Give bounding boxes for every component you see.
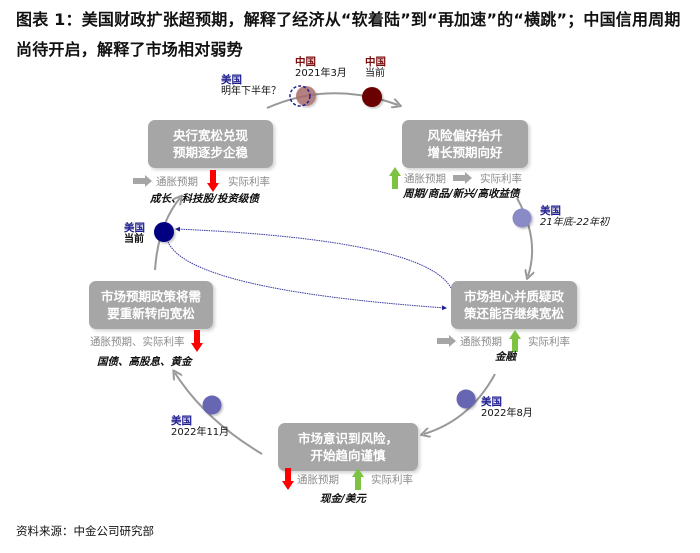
label-us-21end-22start: 美国 21年底-22年初 <box>540 205 609 229</box>
real-rate-label: 实际利率 <box>371 473 413 486</box>
label-country: 美国 <box>221 74 242 86</box>
stage-line: 市场担心并质疑政 <box>463 289 564 304</box>
marker-us-2022-11 <box>202 395 222 415</box>
inflation-label: 通胀预期 <box>460 335 502 348</box>
label-note: 当前 <box>365 68 385 79</box>
inflation-and-real-rate-label: 通胀预期、实际利率 <box>90 335 185 348</box>
label-country: 中国 <box>295 56 316 68</box>
label-us-current: 美国 当前 <box>124 222 145 246</box>
stage-line: 增长预期向好 <box>427 145 503 160</box>
label-note: 2022年11月 <box>171 427 230 438</box>
indicators-market-aware-of-risk: 通胀预期 实际利率 <box>282 468 413 490</box>
assets-market-doubts-policy: 金融 <box>495 351 516 363</box>
stage-line: 市场意识到风险， <box>297 431 398 446</box>
label-note: 明年下半年？ <box>221 86 281 97</box>
assets-risk-appetite-rising: 周期/商品/新兴/高收益债 <box>403 188 520 200</box>
cycle-arrow-bottom-right <box>424 373 496 434</box>
stage-line: 要重新转向宽松 <box>107 306 195 321</box>
cycle-arrow-bottom-left <box>175 373 263 455</box>
stage-box-risk-appetite-rising: 风险偏好抬升 增长预期向好 <box>402 120 528 168</box>
flat-arrow-icon <box>437 335 456 347</box>
marker-us-2022-08 <box>456 389 476 409</box>
real-rate-label: 实际利率 <box>228 175 270 188</box>
label-us-2022-08: 美国 2022年8月 <box>481 396 533 420</box>
assets-central-bank-easing: 成长、科技股/投资级债 <box>150 193 259 205</box>
flat-arrow-icon <box>453 172 472 184</box>
stage-line: 开始趋向谨慎 <box>310 448 386 463</box>
figure-title: 图表 1：美国财政扩张超预期，解释了经济从“软着陆”到“再加速”的“横跳”；中国… <box>16 10 681 59</box>
stage-line: 风险偏好抬升 <box>427 128 503 143</box>
up-arrow-icon <box>352 468 364 490</box>
up-arrow-icon <box>389 167 401 189</box>
real-rate-label: 实际利率 <box>528 335 570 348</box>
assets-market-aware-of-risk: 现金/美元 <box>320 493 366 505</box>
stage-line: 市场预期政策将需 <box>100 289 201 304</box>
indicators-policy-expected-to-ease: 通胀预期、实际利率 <box>90 330 203 352</box>
us-oscillation-arrow-to-left <box>175 226 453 291</box>
label-cn-current: 中国 当前 <box>365 56 386 80</box>
cycle-arrow-right <box>516 197 532 276</box>
up-arrow-icon <box>509 330 521 352</box>
stage-line: 策还能否继续宽松 <box>463 306 564 321</box>
marker-cn-2021-03 <box>296 86 316 106</box>
us-oscillation-arrow-to-right <box>167 241 447 311</box>
label-us-next-h2: 美国 明年下半年？ <box>221 74 281 98</box>
down-arrow-icon <box>207 170 219 192</box>
stage-box-market-aware-of-risk: 市场意识到风险， 开始趋向谨慎 <box>278 423 418 471</box>
label-country: 美国 <box>540 205 561 217</box>
real-rate-label: 实际利率 <box>480 172 522 185</box>
stage-box-market-doubts-policy: 市场担心并质疑政 策还能否继续宽松 <box>451 281 577 329</box>
label-country: 中国 <box>365 56 386 68</box>
inflation-label: 通胀预期 <box>156 175 198 188</box>
indicators-central-bank-easing: 通胀预期 实际利率 <box>133 170 270 192</box>
label-country: 美国 <box>481 396 502 408</box>
label-note: 2022年8月 <box>481 408 533 419</box>
stage-box-policy-expected-to-ease: 市场预期政策将需 要重新转向宽松 <box>89 281 213 329</box>
assets-policy-expected-to-ease: 国债、高股息、黄金 <box>97 356 192 368</box>
cycle-arrow-top <box>266 92 398 109</box>
label-country: 美国 <box>171 415 192 427</box>
flat-arrow-icon <box>133 175 152 187</box>
label-country: 美国 <box>124 222 145 234</box>
inflation-label: 通胀预期 <box>404 172 446 185</box>
marker-cn-current <box>362 87 382 107</box>
inflation-label: 通胀预期 <box>297 473 339 486</box>
label-note: 21年底-22年初 <box>540 217 610 228</box>
marker-us-next-h2 <box>289 85 311 107</box>
down-arrow-icon <box>282 468 294 490</box>
down-arrow-icon <box>190 330 203 352</box>
label-us-2022-11: 美国 2022年11月 <box>171 415 229 439</box>
stage-box-central-bank-easing: 央行宽松兑现 预期逐步企稳 <box>148 120 273 168</box>
label-note: 2021年3月 <box>295 68 347 79</box>
indicators-risk-appetite-rising: 通胀预期 实际利率 <box>389 167 522 189</box>
marker-us-current <box>154 222 174 242</box>
indicators-market-doubts-policy: 通胀预期 实际利率 <box>437 330 570 352</box>
label-note: 当前 <box>124 234 144 245</box>
stage-line: 预期逐步企稳 <box>172 145 248 160</box>
marker-us-21end-22start <box>512 208 532 228</box>
source-note: 资料来源：中金公司研究部 <box>16 524 154 538</box>
stage-line: 央行宽松兑现 <box>172 128 248 143</box>
label-cn-2021-03: 中国 2021年3月 <box>295 56 347 80</box>
